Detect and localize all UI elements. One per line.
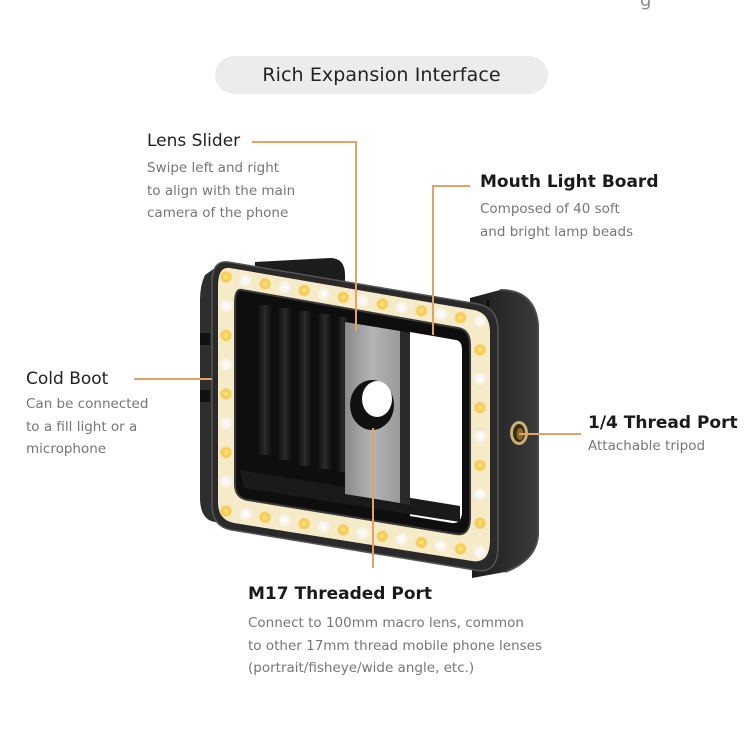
callout-thread-port: 1/4 Thread Port Attachable tripod <box>588 413 738 458</box>
callout-desc-line: Connect to 100mm macro lens, common <box>248 615 524 631</box>
callout-desc-line: Attachable tripod <box>588 438 706 454</box>
leader-line-mouth-light-v <box>432 185 434 335</box>
callout-mouth-light-board: Mouth Light Board Composed of 40 soft an… <box>480 172 658 243</box>
callout-lens-slider: Lens Slider Swipe left and right to alig… <box>147 131 295 225</box>
callout-title: 1/4 Thread Port <box>588 413 738 433</box>
m17-threaded-port <box>350 380 394 430</box>
callout-desc-line: Composed of 40 soft <box>480 201 620 217</box>
led-beads <box>219 270 487 559</box>
leader-line-mouth-light-h <box>432 185 470 187</box>
callout-title: Lens Slider <box>147 131 241 151</box>
cropped-text-fragment: g <box>640 0 652 11</box>
callout-desc-line: Can be connected <box>26 396 149 412</box>
leader-line-lens-slider-v <box>355 141 357 331</box>
callout-cold-boot: Cold Boot Can be connected to a fill lig… <box>26 369 148 461</box>
callout-desc-line: Swipe left and right <box>147 160 280 176</box>
leader-line-thread-port <box>519 433 581 435</box>
callout-desc-line: to a fill light or a <box>26 418 138 435</box>
leader-line-m17 <box>372 428 374 568</box>
callout-desc-line: and bright lamp beads <box>480 223 634 240</box>
callout-title: M17 Threaded Port <box>248 584 433 604</box>
phone-grip-ribs <box>258 305 348 472</box>
leader-line-lens-slider-h <box>252 141 356 143</box>
section-title-pill: Rich Expansion Interface <box>215 56 548 94</box>
leader-line-cold-boot <box>134 378 212 380</box>
callout-desc-line: microphone <box>26 441 107 457</box>
callout-title: Mouth Light Board <box>480 172 659 192</box>
section-title: Rich Expansion Interface <box>262 64 501 86</box>
callout-m17-port: M17 Threaded Port Connect to 100mm macro… <box>248 584 542 680</box>
callout-desc-line: (portrait/fisheye/wide angle, etc.) <box>248 660 475 676</box>
callout-title: Cold Boot <box>26 369 109 389</box>
callout-desc-line: to align with the main <box>147 182 296 199</box>
callout-desc-line: to other 17mm thread mobile phone lenses <box>248 637 543 654</box>
callout-desc-line: camera of the phone <box>147 205 289 221</box>
